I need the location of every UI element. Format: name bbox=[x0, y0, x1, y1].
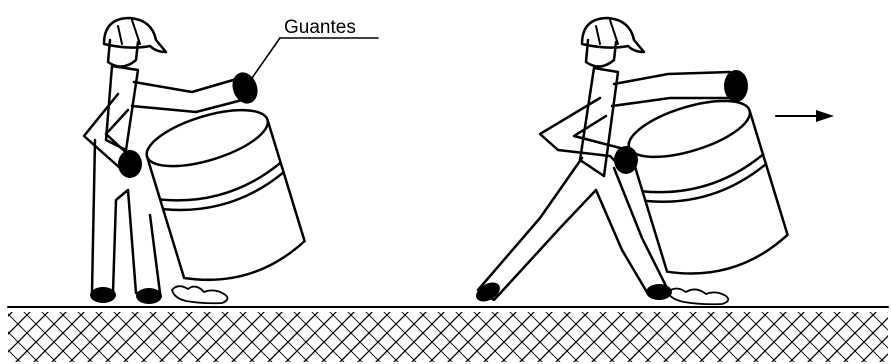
gloves-callout: Guantes bbox=[252, 17, 378, 78]
glove-left-lower bbox=[118, 150, 142, 178]
worker-left-head bbox=[104, 18, 166, 67]
right-arrow-icon bbox=[776, 110, 834, 122]
boot-left-front bbox=[136, 288, 162, 304]
ground bbox=[8, 307, 888, 362]
boot-left-back bbox=[90, 287, 116, 303]
glove-right-upper bbox=[724, 70, 748, 102]
worker-left-back-arm bbox=[132, 78, 250, 112]
helmet-right bbox=[582, 18, 644, 52]
helmet-left bbox=[104, 18, 166, 52]
boot-right-back bbox=[473, 279, 504, 306]
glove-right-lower bbox=[614, 146, 638, 174]
worker-right-head bbox=[582, 18, 644, 67]
gloves-leader-line bbox=[252, 38, 280, 78]
worker-left-scene: Guantes bbox=[84, 17, 378, 304]
worker-right-scene bbox=[473, 18, 834, 305]
worker-right-legs bbox=[473, 158, 672, 305]
spill-puddle-left bbox=[172, 286, 228, 303]
gloves-label: Guantes bbox=[284, 17, 356, 38]
barrel-left bbox=[141, 99, 309, 293]
ground-hatching bbox=[8, 312, 888, 362]
barrel-right bbox=[623, 89, 792, 286]
spill-puddle-right bbox=[668, 289, 728, 305]
boot-right-front bbox=[646, 284, 672, 300]
